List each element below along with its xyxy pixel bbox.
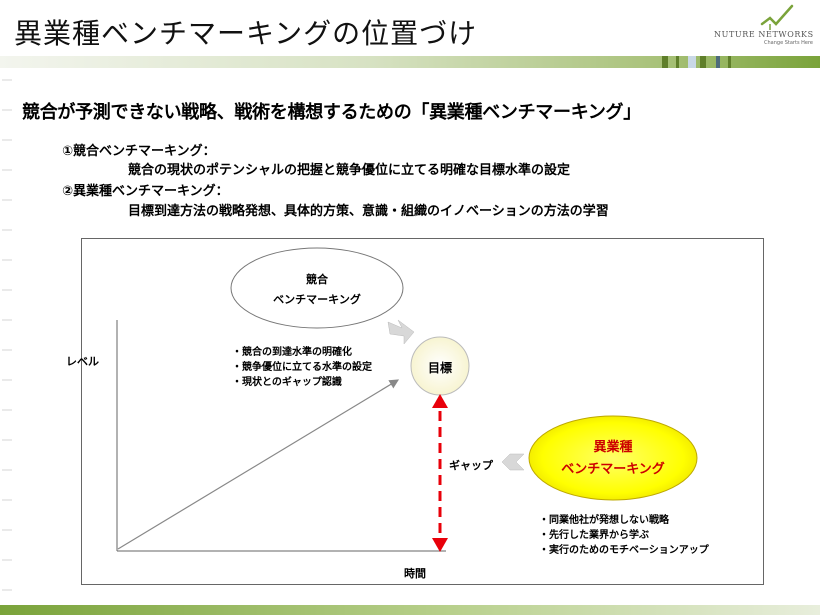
competitor-ellipse-line2: ベンチマーキング [273,293,361,306]
logo-checkmark-icon [760,4,794,30]
cross-industry-point: ・実行のためのモチベーションアップ [539,545,709,556]
competitor-ellipse-line1: 競合 [306,273,328,286]
x-axis-label: 時間 [404,567,426,580]
company-logo: NUTURE NETWORKS Change Starts Here [714,4,814,50]
cross-industry-ellipse-line2: ベンチマーキング [561,462,665,477]
progress-arrow [117,379,400,550]
y-axis-label: レベル [66,355,99,368]
header-stripe-bar [0,56,820,68]
section-heading: 競合が予測できない戦略、戦術を構想するための「異業種ベンチマーキング」 [22,102,641,123]
competitor-point: ・現状とのギャップ認識 [232,377,342,388]
logo-tagline: Change Starts Here [764,40,813,46]
competitor-point: ・競争優位に立てる水準の設定 [232,362,372,373]
competitor-to-goal-arrow [387,319,415,345]
page-title: 異業種ベンチマーキングの位置づけ [14,17,478,50]
cross-industry-point: ・先行した業界から学ぶ [539,530,649,541]
footer-bar [0,605,820,615]
diagram-frame [81,238,764,585]
gap-label: ギャップ [449,459,493,472]
competitor-point: ・競合の到達水準の明確化 [232,347,352,358]
competitor-points-list: ・競合の到達水準の明確化 ・競争優位に立てる水準の設定 ・現状とのギャップ認識 [232,345,372,390]
gap-arrow-head-bottom [432,538,448,552]
cross-industry-ellipse-line1: 異業種 [593,440,633,455]
cross-industry-to-gap-arrow [501,453,525,471]
gap-arrow-head-top [432,394,448,408]
cross-industry-point: ・同業他社が発想しない戦略 [539,515,669,526]
logo-wordmark: NUTURE NETWORKS [714,30,814,39]
competitor-benchmark-ellipse [230,247,404,329]
definition-2-description: 目標到達方法の戦略発想、具体的方策、意識・組織のイノベーションの方法の学習 [128,204,609,219]
definition-1-label: ①競合ベンチマーキング： [62,144,216,159]
left-decorative-rail [2,79,12,591]
definition-2-label: ②異業種ベンチマーキング： [62,184,229,199]
cross-industry-points-list: ・同業他社が発想しない戦略 ・先行した業界から学ぶ ・実行のためのモチベーション… [539,513,709,558]
cross-industry-benchmark-ellipse [528,415,698,501]
goal-label: 目標 [427,361,452,375]
definition-1-description: 競合の現状のポテンシャルの把握と競争優位に立てる明確な目標水準の設定 [128,163,571,178]
